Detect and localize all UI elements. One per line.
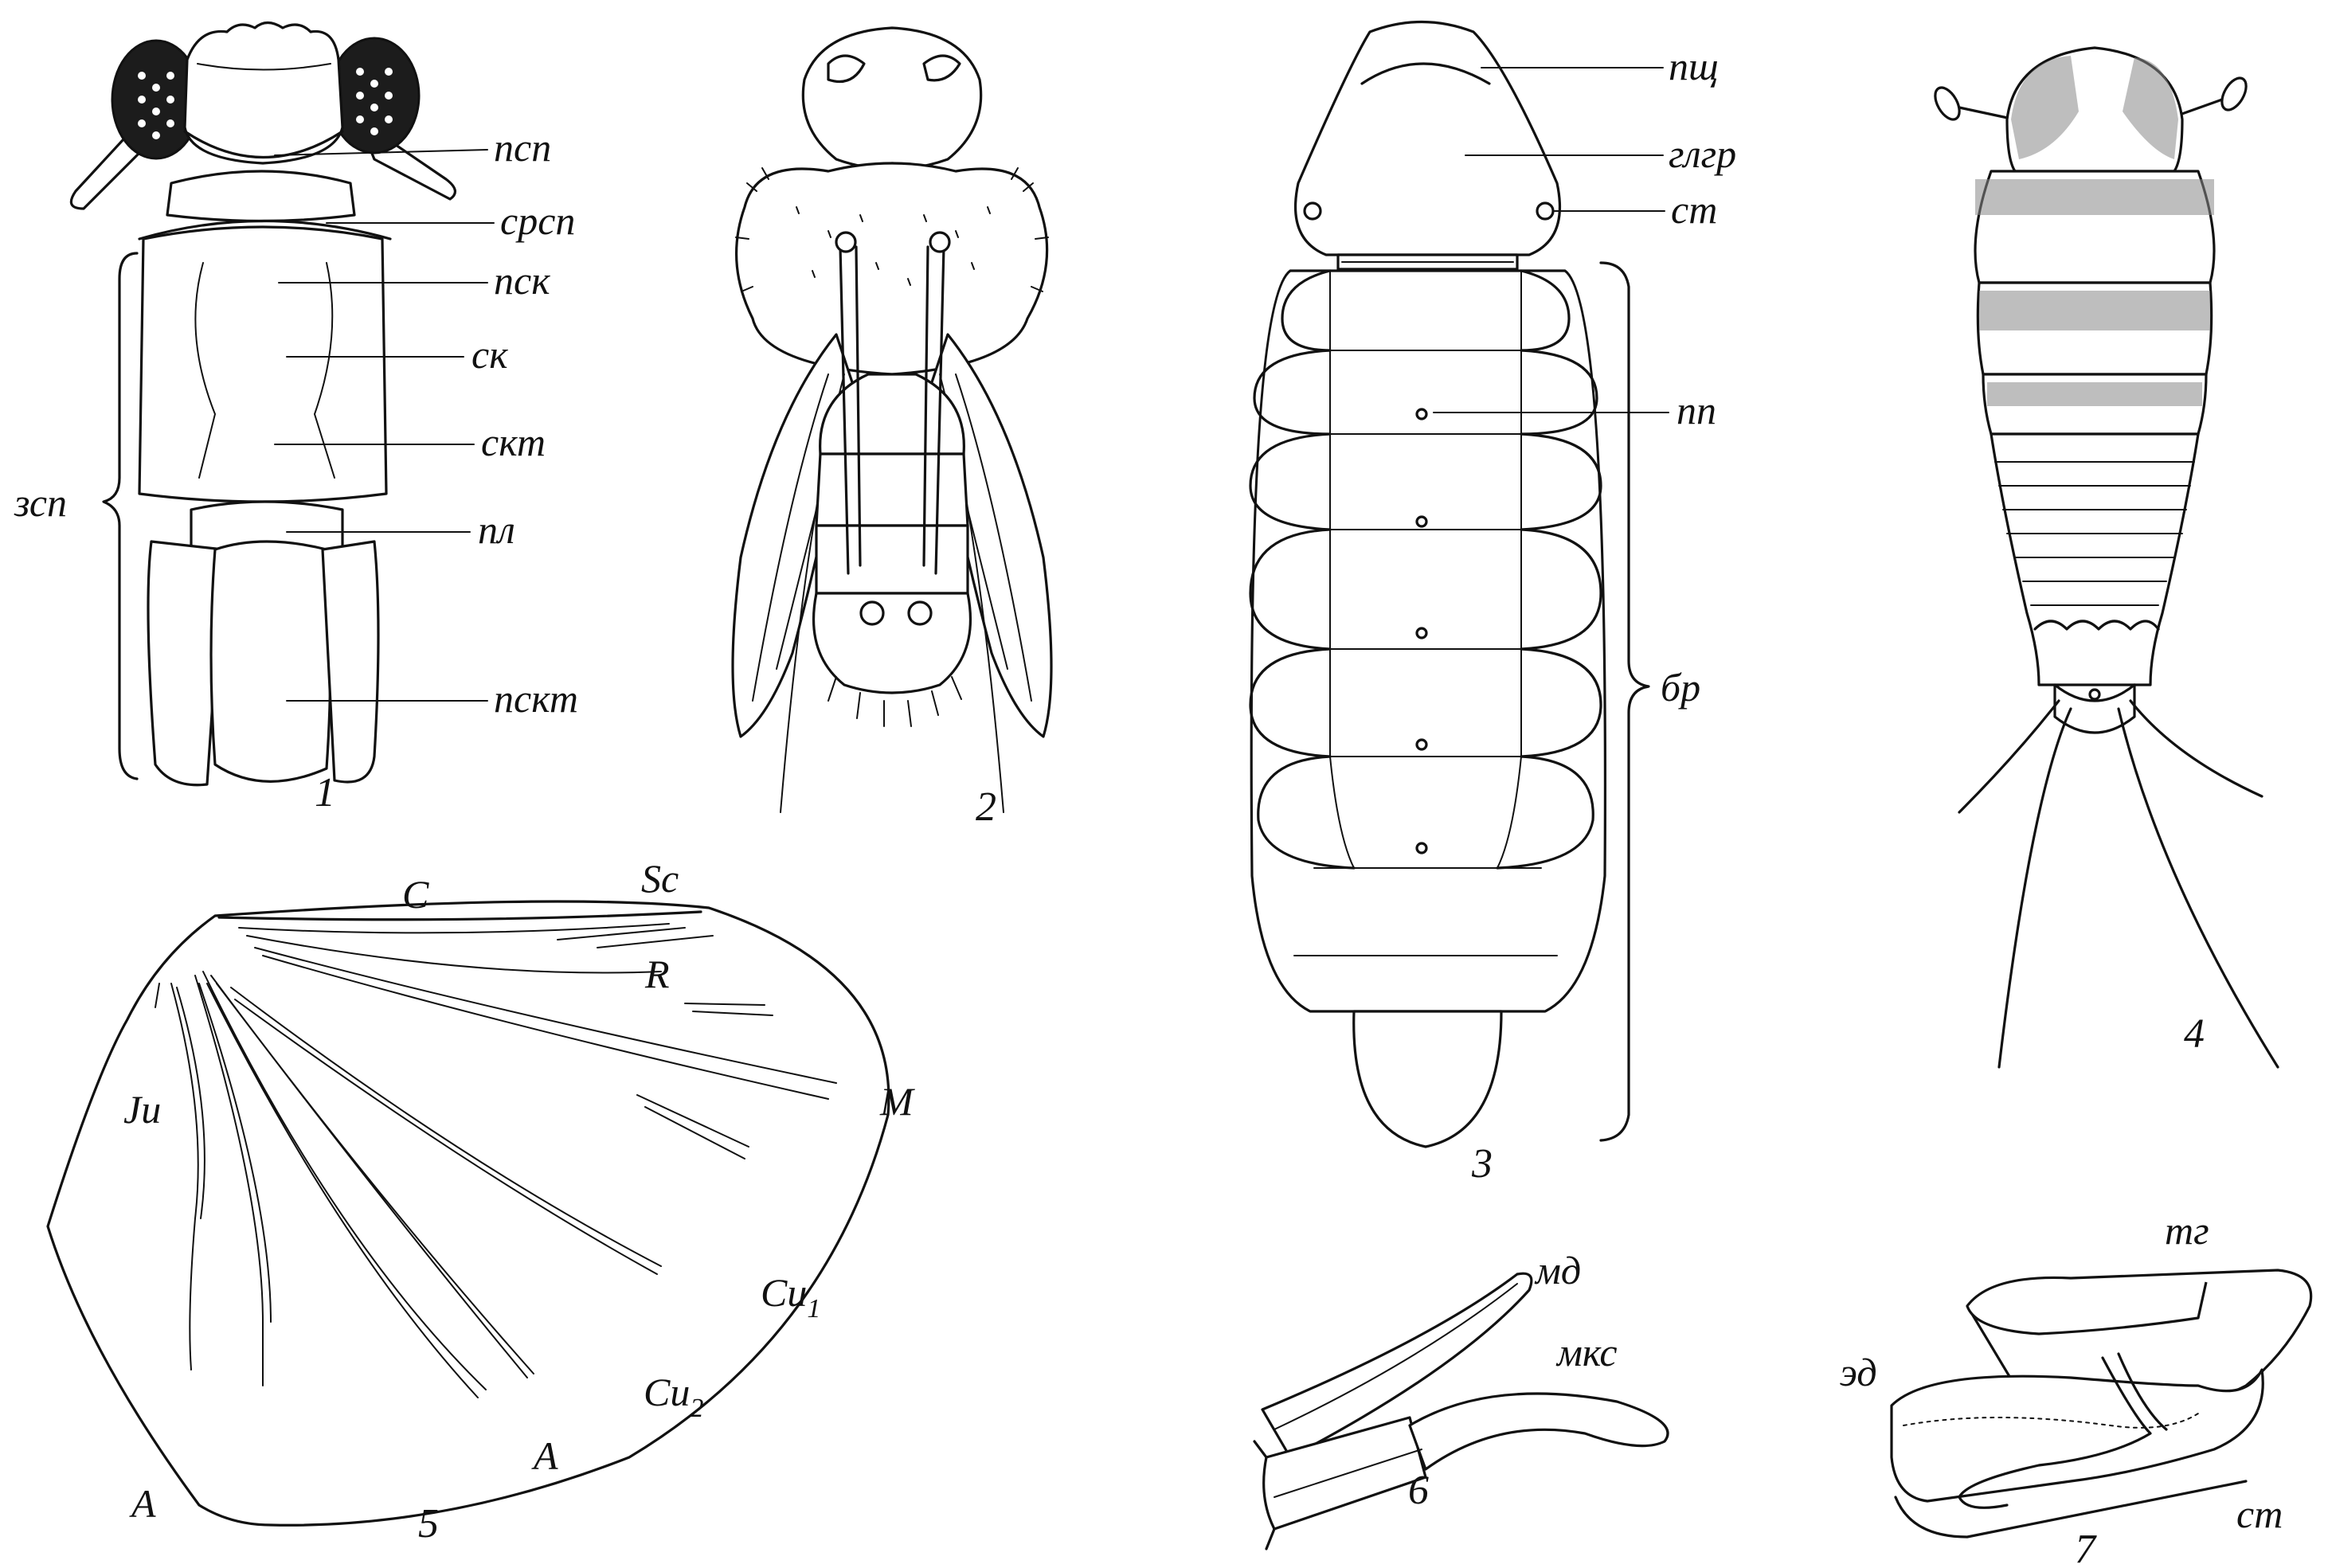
figure-2-number: 2 bbox=[976, 784, 996, 830]
fig5-label-cu1-base: Cu bbox=[761, 1270, 807, 1315]
fig5-label-a-margin: A bbox=[531, 1433, 558, 1478]
fig7-label-st: ст bbox=[2236, 1492, 2283, 1536]
fig5-label-cu1-sub: 1 bbox=[807, 1294, 820, 1324]
fig3-label-glgr: глгр bbox=[1669, 131, 1736, 176]
fig5-label-m: M bbox=[879, 1079, 915, 1124]
figure-6-mouthparts-drawing bbox=[1254, 1273, 1668, 1549]
fig1-label-pl: пл bbox=[478, 507, 515, 552]
fig5-label-a-basal: A bbox=[129, 1481, 156, 1526]
fig6-label-mks: мкс bbox=[1555, 1330, 1618, 1374]
fig5-label-sc: Sc bbox=[641, 856, 679, 901]
figure-4-larva-drawing bbox=[1931, 48, 2278, 1067]
figure-5-wing-drawing bbox=[48, 901, 889, 1525]
fig1-label-sk: ск bbox=[471, 332, 508, 377]
fig1-label-srsp: срсп bbox=[500, 198, 575, 243]
fig1-label-pskt: пскт bbox=[494, 676, 578, 721]
figure-1-thorax-drawing bbox=[71, 23, 455, 785]
figure-1-number: 1 bbox=[315, 770, 335, 815]
figure-6-number: 6 bbox=[1408, 1468, 1429, 1513]
fig5-label-ju: Ju bbox=[123, 1087, 161, 1132]
fig1-label-skt: скт bbox=[481, 420, 546, 464]
fig1-label-psp: псп bbox=[494, 125, 551, 170]
fig3-label-st: ст bbox=[1671, 187, 1717, 232]
fig1-bracket-label-zsp: зсп bbox=[14, 480, 67, 525]
fig3-label-pshch: пщ bbox=[1669, 44, 1719, 88]
fig5-label-cu2-base: Cu bbox=[644, 1370, 690, 1414]
figure-3-larva-drawing bbox=[1250, 22, 1649, 1148]
fig5-label-c: C bbox=[402, 872, 429, 917]
figure-3-number: 3 bbox=[1471, 1141, 1493, 1187]
figure-2-bee-drawing bbox=[733, 28, 1051, 812]
fig5-label-r: R bbox=[644, 952, 670, 996]
fig3-label-pp: пп bbox=[1677, 388, 1716, 432]
fig5-label-cu2-sub: 2 bbox=[690, 1394, 703, 1423]
figure-5-number: 5 bbox=[418, 1501, 439, 1546]
fig1-label-psk: пск bbox=[494, 258, 550, 303]
fig6-label-md: мд bbox=[1534, 1248, 1581, 1292]
figure-4-number: 4 bbox=[2184, 1011, 2205, 1057]
fig7-label-tg: тг bbox=[2165, 1208, 2209, 1253]
fig7-label-ed: эд bbox=[1840, 1350, 1877, 1394]
figure-7-number: 7 bbox=[2075, 1527, 2097, 1568]
fig3-bracket-label-br: бр bbox=[1661, 665, 1700, 710]
